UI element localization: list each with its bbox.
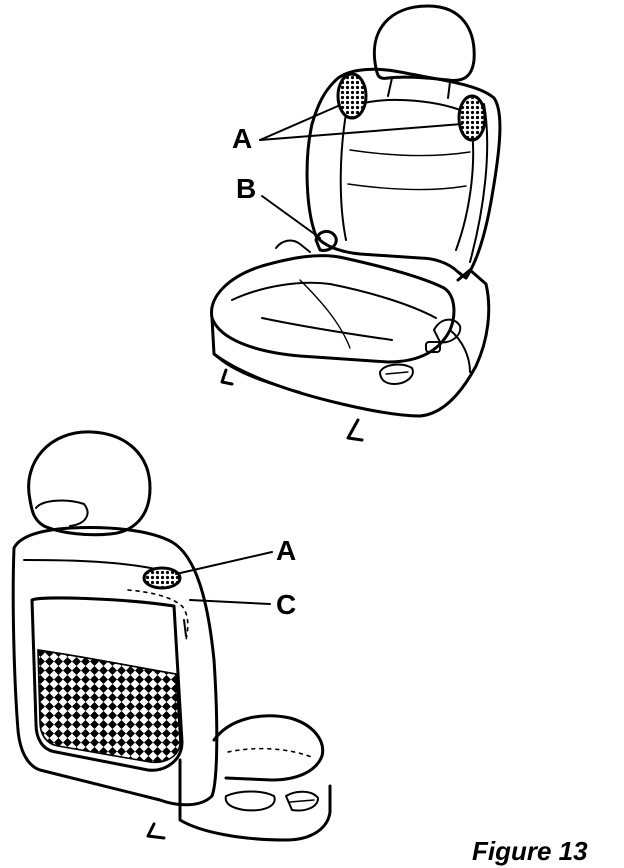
figure-caption: Figure 13 [472,836,588,866]
callout-label-a-rear: A [276,535,296,566]
callout-label-a-front: A [232,123,252,154]
callout-lines [175,105,463,605]
front-headrest [373,4,476,82]
speaker-a-rear [142,566,182,590]
pocket-net [37,649,181,764]
speaker-a-left [336,72,368,120]
rear-seat-illustration [11,430,332,842]
rear-cushion [212,714,325,782]
recline-knob-b [314,230,338,252]
harness-c [127,589,189,641]
front-seat-illustration [210,4,502,442]
rear-seat-base [178,758,332,842]
front-cushion [210,254,456,364]
callout-label-b-front: B [236,173,256,204]
callout-label-c-rear: C [276,589,296,620]
speaker-a-right [457,94,487,142]
map-pocket [30,596,184,772]
rear-headrest [27,430,152,537]
